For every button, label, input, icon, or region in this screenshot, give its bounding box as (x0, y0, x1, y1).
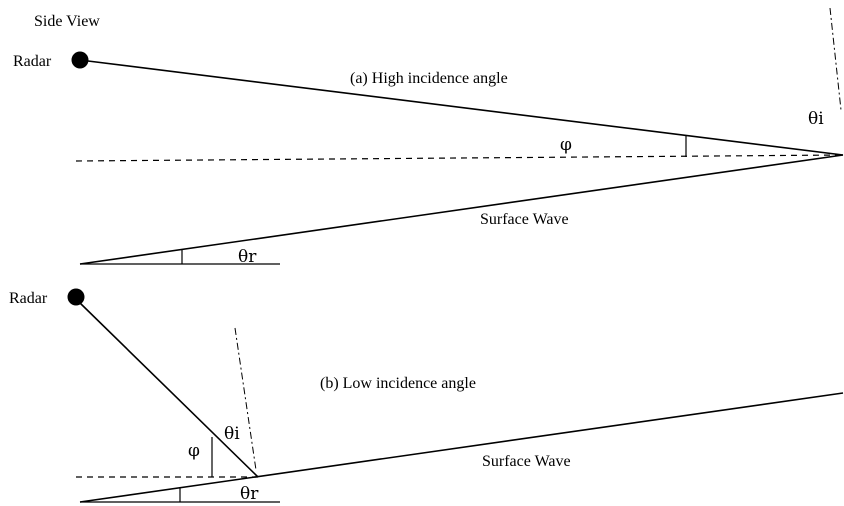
normal-line-a (829, 7, 842, 111)
surface-wave-b (79, 392, 844, 503)
radar-b-icon (67, 288, 85, 306)
radar-beam-b (79, 302, 259, 478)
phi-label-b: φ (188, 441, 200, 461)
theta-i-label-a: θi (808, 109, 824, 129)
surface-wave-a (79, 154, 844, 265)
caption-b: (b) Low incidence angle (320, 375, 476, 392)
radar-b-label: Radar (9, 290, 48, 307)
theta-r-label-a: θr (238, 247, 257, 267)
normal-line-b (234, 327, 257, 471)
surface-wave-label-b: Surface Wave (482, 453, 571, 470)
phi-label-a: φ (560, 135, 572, 155)
surface-wave-label-a: Surface Wave (480, 211, 569, 228)
theta-i-label-b: θi (224, 424, 240, 444)
theta-r-label-b: θr (240, 484, 259, 504)
header-side-view: Side View (34, 13, 100, 30)
panel-a: Radar (a) High incidence angle φ θi Surf… (13, 7, 844, 267)
horizontal-reference-a (75, 154, 844, 162)
radar-beam-a (87, 60, 844, 156)
radar-a-label: Radar (13, 53, 52, 70)
panel-b: Radar (b) Low incidence angle φ θi Surfa… (9, 288, 844, 504)
radar-a-icon (71, 51, 89, 69)
caption-a: (a) High incidence angle (350, 70, 508, 87)
